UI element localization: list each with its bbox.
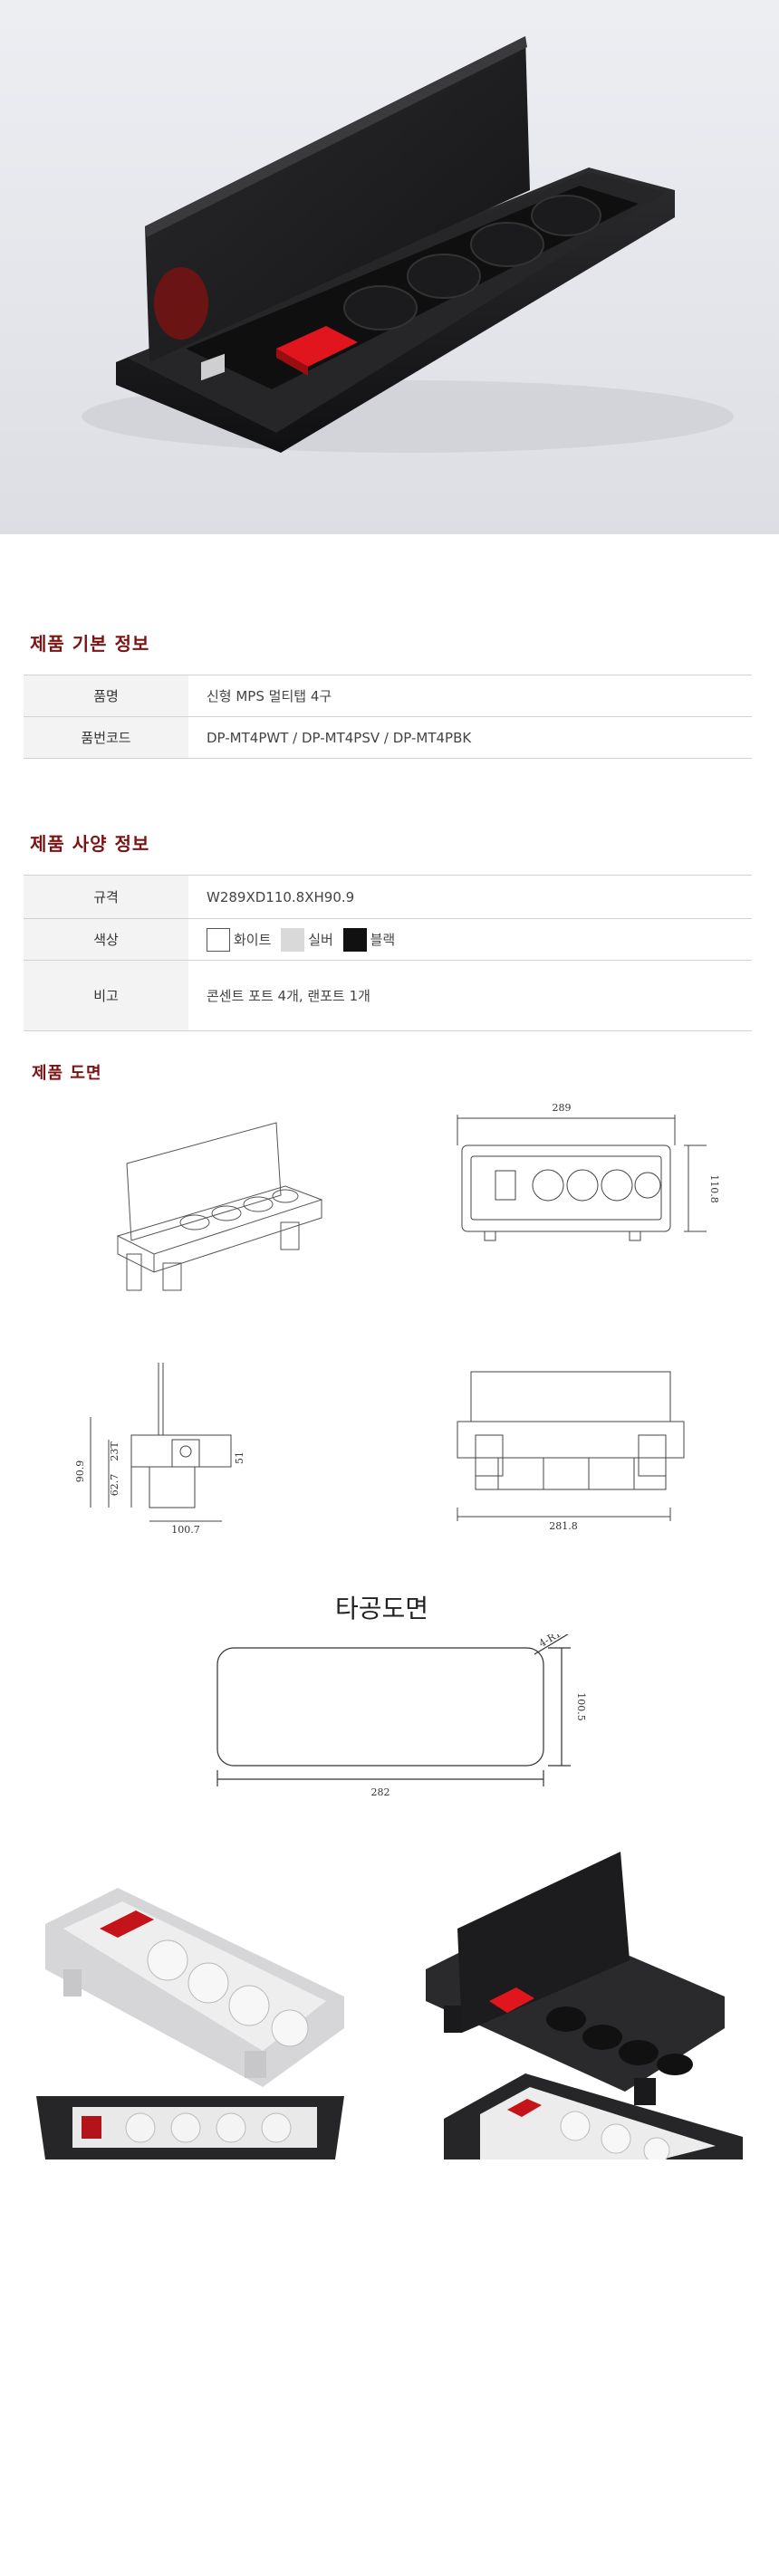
black-front-product-render	[36, 2096, 344, 2159]
hero-render	[82, 36, 734, 453]
product-name-value: 신형 MPS 멀티탭 4구	[188, 675, 752, 717]
side-lower-label: 62.7	[109, 1474, 120, 1497]
cutout-title: 타공도면	[335, 1594, 429, 1623]
black-angled-product-render	[444, 2073, 743, 2159]
table-row: 품번코드 DP-MT4PWT / DP-MT4PSV / DP-MT4PBK	[24, 716, 752, 759]
drawing-area: 289 110.8 90.9 23T 62.7 51 100.7	[0, 1091, 779, 2159]
cutout-width-label: 282	[371, 1786, 390, 1798]
white-product-render	[45, 1888, 344, 2087]
color-key: 색상	[24, 918, 188, 961]
silver-label: 실버	[308, 932, 333, 948]
front-width-label: 281.8	[549, 1520, 578, 1532]
white-swatch	[207, 927, 230, 952]
color-options: 화이트 실버 블랙	[188, 918, 752, 961]
note-key: 비고	[24, 960, 188, 1031]
spec-info-table: 규격 W289XD110.8XH90.9 색상 화이트 실버 블랙 비고 콘센트…	[24, 875, 752, 1031]
front-view-drawing: 281.8	[457, 1371, 685, 1532]
hero-product-image	[0, 0, 779, 534]
basic-info-table: 품명 신형 MPS 멀티탭 4구 품번코드 DP-MT4PWT / DP-MT4…	[24, 675, 752, 759]
top-width-label: 289	[553, 1102, 572, 1114]
top-view-drawing: 289 110.8	[457, 1102, 720, 1241]
size-key: 규격	[24, 875, 188, 919]
top-depth-label: 110.8	[708, 1174, 720, 1203]
table-row: 비고 콘센트 포트 4개, 랜포트 1개	[24, 960, 752, 1031]
product-code-key: 품번코드	[24, 716, 188, 759]
note-value: 콘센트 포트 4개, 랜포트 1개	[188, 960, 752, 1031]
basic-info-title: 제품 기본 정보	[30, 633, 150, 655]
black-label: 블랙	[370, 932, 396, 948]
cutout-drawing: 282 100.5 4-R10	[216, 1634, 587, 1798]
silver-swatch	[281, 927, 305, 952]
table-row: 규격 W289XD110.8XH90.9	[24, 875, 752, 919]
side-top-label: 23T	[109, 1441, 120, 1461]
side-view-drawing: 90.9 23T 62.7 51 100.7	[74, 1363, 245, 1535]
size-value: W289XD110.8XH90.9	[188, 875, 752, 919]
cutout-radius-label: 4-R10	[537, 1634, 569, 1650]
iso-drawing	[116, 1122, 323, 1291]
side-width-label: 100.7	[171, 1524, 200, 1535]
black-open-product-render	[426, 1852, 725, 2105]
drawing-title: 제품 도면	[32, 1064, 102, 1083]
spec-info-title: 제품 사양 정보	[30, 833, 150, 855]
black-swatch	[342, 927, 367, 952]
product-code-value: DP-MT4PWT / DP-MT4PSV / DP-MT4PBK	[188, 716, 752, 759]
side-height-label: 90.9	[74, 1460, 86, 1483]
white-label: 화이트	[234, 932, 272, 948]
table-row: 품명 신형 MPS 멀티탭 4구	[24, 675, 752, 717]
cutout-height-label: 100.5	[575, 1692, 587, 1721]
table-row: 색상 화이트 실버 블랙	[24, 918, 752, 961]
product-name-key: 품명	[24, 675, 188, 717]
side-right-label: 51	[234, 1451, 245, 1464]
